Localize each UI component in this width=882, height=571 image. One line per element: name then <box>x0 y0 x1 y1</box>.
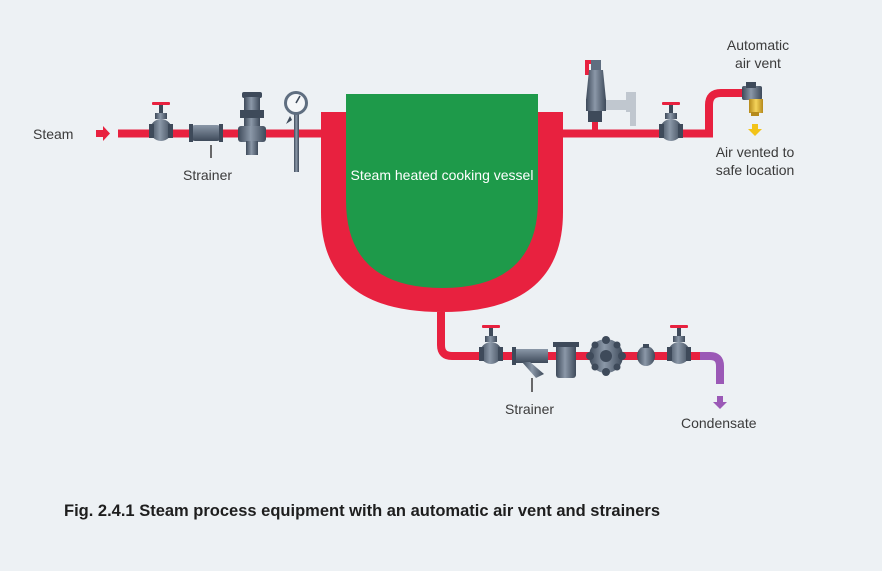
stop-valve-icon <box>149 102 173 141</box>
pressure-gauge-icon <box>284 91 308 172</box>
check-valve-icon <box>637 344 655 366</box>
strainer-label: Strainer <box>183 167 233 183</box>
stop-valve-icon <box>659 102 683 141</box>
automatic-air-vent-label-line2: air vent <box>735 55 781 71</box>
stop-valve-icon <box>667 325 691 364</box>
air-vented-label-line2: safe location <box>715 162 795 178</box>
automatic-air-vent-icon <box>742 82 763 116</box>
condensate-arrow <box>713 396 727 409</box>
air-vented-label-line1: Air vented to <box>715 144 795 160</box>
strainer-label: Strainer <box>505 401 555 417</box>
air-vent-riser <box>701 89 745 138</box>
pressure-reducing-valve-icon <box>238 92 266 155</box>
vented-air-arrow <box>748 124 762 136</box>
steam-trap-icon <box>586 336 626 376</box>
figure-caption: Fig. 2.4.1 Steam process equipment with … <box>64 502 661 520</box>
automatic-air-vent-label-line1: Automatic <box>726 37 790 53</box>
steam-label: Steam <box>33 126 74 142</box>
vessel-contents <box>346 94 538 288</box>
air-vent-pipe <box>563 129 705 138</box>
condensate-outlet-pipe <box>700 352 724 384</box>
sight-glass-icon <box>553 342 579 378</box>
condensate-label: Condensate <box>681 415 757 431</box>
safety-valve-icon <box>585 60 636 130</box>
air-vented-label: Air vented to safe location <box>700 143 810 179</box>
strainer-icon <box>189 124 223 142</box>
stop-valve-icon <box>479 325 503 364</box>
automatic-air-vent-label: Automatic air vent <box>712 36 804 72</box>
vessel-label: Steam heated cooking vessel <box>350 167 534 183</box>
condensate-drop-pipe <box>437 312 700 360</box>
y-strainer-icon <box>512 347 548 378</box>
steam-inlet-arrow <box>96 126 110 141</box>
